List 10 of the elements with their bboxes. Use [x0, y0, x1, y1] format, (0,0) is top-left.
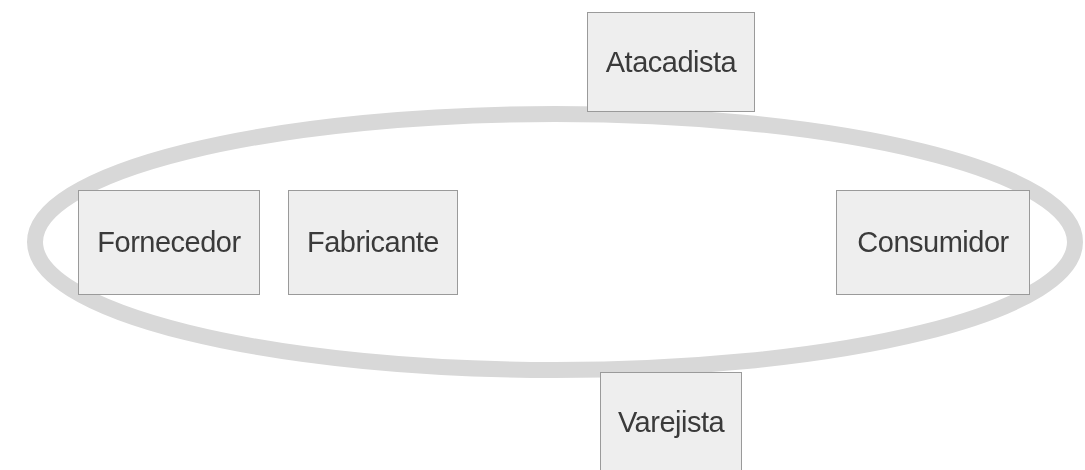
- box-label: Fornecedor: [97, 226, 241, 259]
- box-label: Varejista: [617, 405, 725, 439]
- process-box: [836, 190, 1030, 295]
- process-box: [587, 12, 755, 112]
- box-label: Fabricante: [307, 226, 439, 259]
- process-box: [288, 190, 458, 295]
- box-label: Consumidor: [857, 226, 1009, 259]
- box-label: Atacadista: [605, 45, 737, 79]
- process-box: [600, 372, 742, 470]
- process-box: [78, 190, 260, 295]
